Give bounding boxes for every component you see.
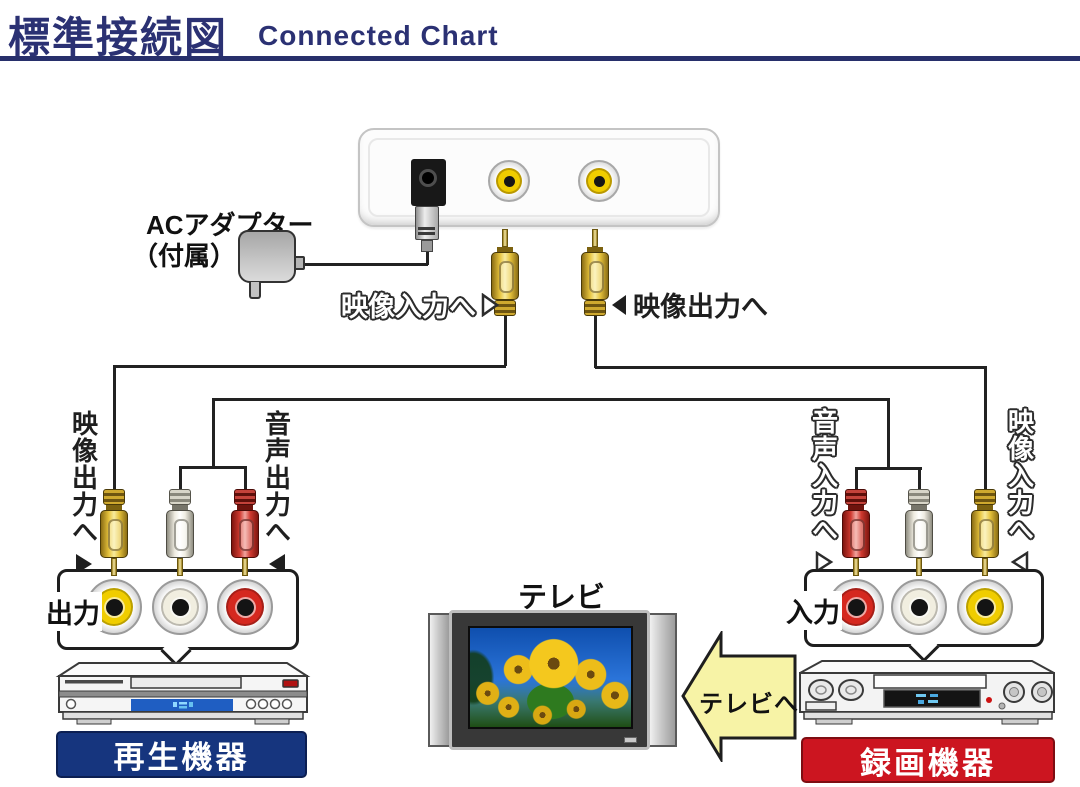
dc-cord-horizontal — [304, 263, 428, 266]
wire-audio-right-riser1 — [855, 468, 858, 489]
label-recorder-audio-in: 音声入力へ — [806, 408, 842, 573]
rca-plug-video-in-icon — [490, 229, 520, 316]
rca-plug-red-icon — [230, 489, 260, 576]
rca-plug-video-out-icon — [580, 229, 610, 316]
recorder-port-label: 入力 — [784, 591, 842, 630]
video-in-jack — [488, 160, 530, 202]
dc-plug — [415, 206, 439, 240]
to-tv-arrow-icon — [681, 631, 797, 762]
wire-audio-left-riser2 — [244, 467, 247, 489]
wire-audio-right-bracket — [855, 467, 922, 470]
page-title: 標準接続図 — [8, 14, 229, 61]
label-video-input: 映像入力へ — [341, 285, 499, 324]
rca-plug-white-icon — [165, 489, 195, 576]
label-player-audio-out: 音声出力へ — [259, 410, 295, 575]
recorder-device-icon — [799, 660, 1055, 725]
wire-video-right-horizontal — [595, 366, 987, 369]
ac-adapter-sublabel: （付属） — [132, 241, 237, 271]
tv-screen-sunflowers — [468, 626, 633, 729]
rca-plug-red-icon — [841, 489, 871, 576]
player-jack-audio-white — [152, 579, 208, 635]
tv-icon — [428, 610, 677, 750]
wire-video-right-vertical — [984, 368, 987, 489]
triangle-outline-right-icon — [481, 292, 499, 317]
rca-plug-white-icon — [904, 489, 934, 576]
to-tv-arrow-label: テレビへ — [699, 691, 799, 718]
video-out-jack — [578, 160, 620, 202]
wire-audio-left-bracket — [179, 466, 247, 469]
ac-adapter-prong — [249, 282, 261, 299]
dc-power-jack-hole — [419, 169, 437, 187]
player-port-label: 出力 — [44, 592, 102, 631]
converter-box-panel — [368, 138, 710, 217]
tv-label: テレビ — [518, 582, 606, 614]
player-device-icon — [55, 662, 311, 725]
triangle-outline-left-icon — [1010, 551, 1029, 573]
wire-audio-cross — [212, 398, 890, 401]
recorder-jack-video-yellow — [957, 579, 1013, 635]
wire-audio-right-riser2 — [918, 468, 921, 489]
wire-video-left-vertical — [113, 366, 116, 489]
wire-video-in-drop — [504, 314, 507, 366]
ac-adapter-icon — [238, 230, 296, 283]
tv-speaker-right — [648, 613, 677, 747]
dc-plug-tip — [421, 240, 433, 252]
label-player-video-out: 映像出力へ — [66, 410, 102, 575]
player-name-tag: 再生機器 — [56, 731, 307, 778]
dc-cord-vertical — [426, 252, 429, 265]
rca-plug-yellow-icon — [970, 489, 1000, 576]
player-jack-audio-red — [217, 579, 273, 635]
triangle-outline-right-icon — [815, 551, 834, 573]
title-underline — [0, 56, 1080, 61]
page-subtitle: Connected Chart — [258, 20, 499, 51]
ac-adapter-cord-connector — [294, 256, 305, 270]
rca-plug-yellow-icon — [99, 489, 129, 576]
tv-indicator — [624, 737, 637, 743]
wire-video-left-horizontal — [113, 365, 506, 368]
label-video-output: 映像出力へ — [610, 285, 768, 324]
wire-video-out-drop — [594, 314, 597, 368]
recorder-jack-audio-white — [891, 579, 947, 635]
wire-audio-right-stem — [887, 399, 890, 469]
wire-audio-left-riser1 — [179, 467, 182, 489]
wire-audio-left-stem — [212, 399, 215, 468]
recorder-name-tag: 録画機器 — [801, 737, 1055, 783]
label-recorder-video-in: 映像入力へ — [1002, 408, 1038, 573]
tv-speaker-left — [428, 613, 451, 747]
triangle-filled-left-icon — [612, 294, 626, 315]
dc-power-jack — [411, 159, 446, 206]
recorder-jack-audio-red — [828, 579, 884, 635]
